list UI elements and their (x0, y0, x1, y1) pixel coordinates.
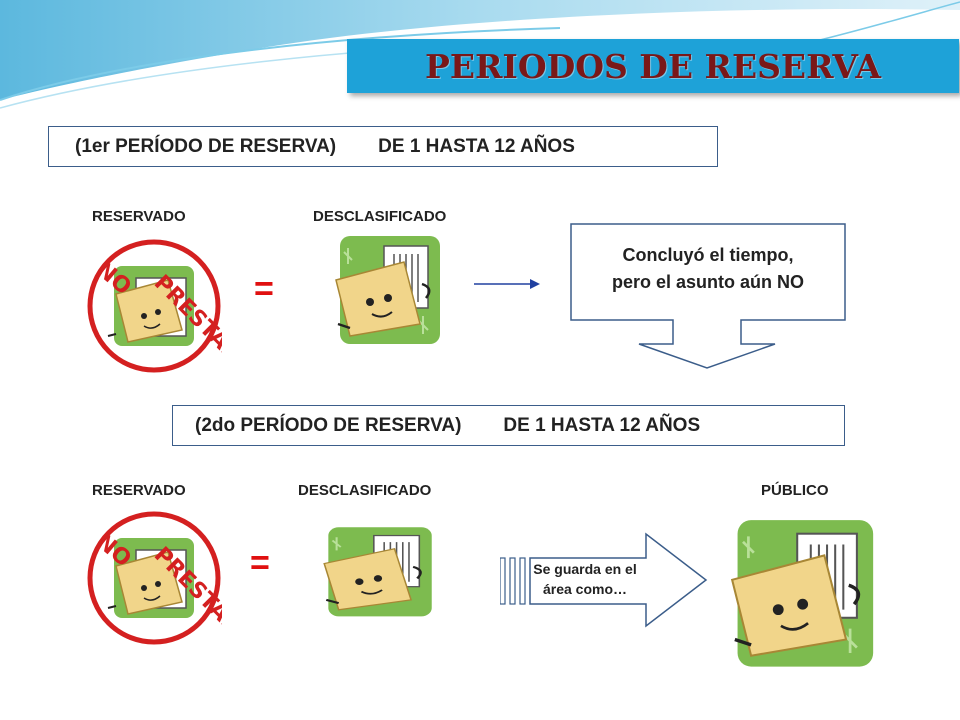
arrow-text: Se guarda en el área como… (510, 559, 660, 599)
title-banner: PERIODOS DE RESERVA (347, 39, 959, 93)
period1-bar: (1er PERÍODO DE RESERVA) DE 1 HASTA 12 A… (48, 126, 718, 167)
callout-shape (570, 223, 846, 369)
reserved-folder-icon: NO PRESTAR (87, 239, 222, 373)
page-title: PERIODOS DE RESERVA (425, 46, 881, 86)
period2-bar: (2do PERÍODO DE RESERVA) DE 1 HASTA 12 A… (172, 405, 845, 446)
declassified-folder-icon (335, 236, 440, 344)
public-folder-icon (730, 520, 874, 667)
row1-desclasificado-label: DESCLASIFICADO (313, 208, 447, 225)
arrow-text-line1: Se guarda en el (533, 561, 637, 577)
declassified-folder-icon (323, 527, 432, 617)
row1-reservado-label: RESERVADO (92, 208, 186, 225)
callout-line1: Concluyó el tiempo, (622, 245, 794, 265)
arrow-text-line2: área como… (542, 581, 628, 597)
row1-arrow (474, 279, 540, 289)
public-arrow (500, 532, 708, 628)
row1-equals: = (254, 270, 274, 308)
callout-line2: pero el asunto aún NO (611, 272, 805, 292)
row2-reservado-label: RESERVADO (92, 482, 186, 499)
period2-label: (2do PERÍODO DE RESERVA) (195, 414, 462, 436)
reserved-folder-icon: NO PRESTAR (87, 511, 222, 645)
row2-desclasificado-label: DESCLASIFICADO (298, 482, 432, 499)
period1-label: (1er PERÍODO DE RESERVA) (75, 135, 337, 157)
callout-text: Concluyó el tiempo, pero el asunto aún N… (571, 242, 845, 296)
row2-equals: = (250, 544, 270, 582)
period2-range: DE 1 HASTA 12 AÑOS (503, 414, 701, 436)
row2-publico-label: PÚBLICO (761, 482, 829, 499)
period1-range: DE 1 HASTA 12 AÑOS (378, 135, 575, 157)
